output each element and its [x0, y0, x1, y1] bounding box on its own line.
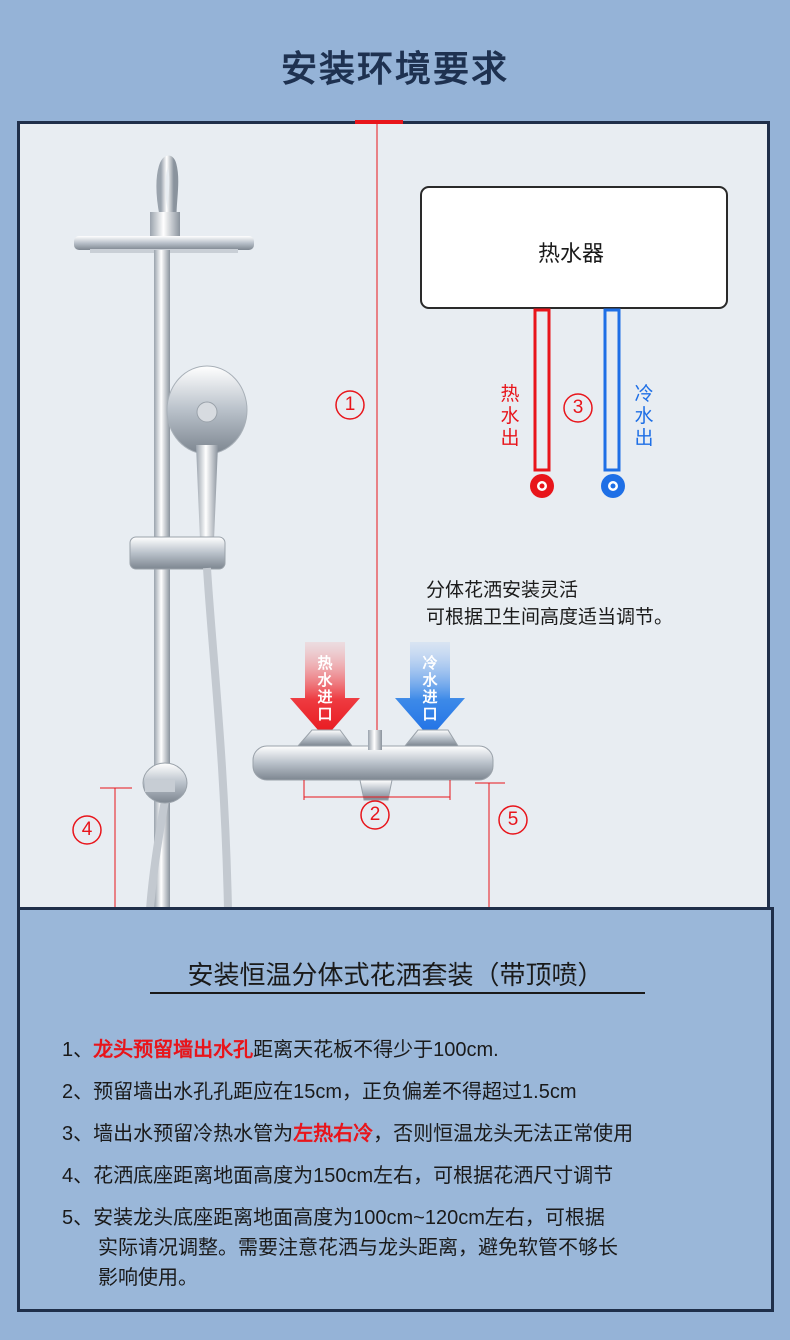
requirement-item-3: 3、墙出水预留冷热水管为左热右冷，否则恒温龙头无法正常使用	[62, 1119, 762, 1149]
installation-diagram	[72, 120, 728, 910]
note-line-1: 分体花洒安装灵活	[426, 580, 579, 601]
info-title: 安装恒温分体式花洒套装（带顶喷）	[187, 960, 604, 990]
marker-circle-5	[498, 805, 528, 835]
info-panel: 安装恒温分体式花洒套装（带顶喷） 1、龙头预留墙出水孔距离天花板不得少于100c…	[17, 907, 774, 1312]
hot-inlet-arrow	[290, 642, 360, 738]
marker-5: 5	[507, 809, 519, 830]
hot-water-out-label: 热水出	[500, 384, 520, 449]
item-number: 1、	[62, 1039, 94, 1061]
info-title-underline	[150, 992, 645, 994]
item-number: 3、	[62, 1123, 94, 1145]
item-number: 5、	[62, 1207, 94, 1229]
item-text: 花洒底座距离地面高度为150cm左右，可根据花洒尺寸调节	[93, 1165, 614, 1187]
requirements-list: 1、龙头预留墙出水孔距离天花板不得少于100cm. 2、预留墙出水孔孔距应在15…	[62, 1035, 762, 1305]
item-text-continued: 影响使用。	[98, 1267, 198, 1289]
cold-water-in-label: 冷水进口	[422, 655, 438, 723]
requirement-item-2: 2、预留墙出水孔孔距应在15cm，正负偏差不得超过1.5cm	[62, 1077, 762, 1107]
marker-circle-3	[563, 393, 593, 423]
item-text: 墙出水预留冷热水管为	[93, 1123, 294, 1145]
requirement-item-5: 5、安装龙头底座距离地面高度为100cm~120cm左右，可根据 实际请况调整。…	[62, 1203, 762, 1293]
item-text: 预留墙出水孔孔距应在15cm，正负偏差不得超过1.5cm	[93, 1081, 577, 1103]
requirement-item-1: 1、龙头预留墙出水孔距离天花板不得少于100cm.	[62, 1035, 762, 1065]
cold-inlet-arrow	[395, 642, 465, 738]
page-title: 安装环境要求	[280, 48, 509, 89]
water-heater	[420, 186, 728, 309]
shower-set	[74, 155, 254, 910]
item-number: 2、	[62, 1081, 94, 1103]
thermostatic-faucet	[252, 729, 494, 801]
marker-1: 1	[344, 394, 356, 415]
marker-circle-4	[72, 815, 102, 845]
hot-pipe	[533, 308, 551, 472]
cold-water-out-label: 冷水出	[634, 384, 654, 449]
item-text-continued: 实际请况调整。需要注意花洒与龙头距离，避免软管不够长	[98, 1237, 618, 1259]
item-highlight: 左热右冷	[293, 1123, 374, 1145]
marker-2: 2	[369, 804, 381, 825]
item-text: 距离天花板不得少于100cm.	[253, 1039, 499, 1061]
requirement-item-4: 4、花洒底座距离地面高度为150cm左右，可根据花洒尺寸调节	[62, 1161, 762, 1191]
item-number: 4、	[62, 1165, 94, 1187]
marker-3: 3	[572, 397, 584, 418]
water-heater-label: 热水器	[538, 241, 605, 266]
marker-circle-1	[335, 390, 365, 420]
note-line-2: 可根据卫生间高度适当调节。	[426, 607, 674, 628]
cold-pipe	[603, 308, 621, 472]
item-text: 安装龙头底座距离地面高度为100cm~120cm左右，可根据	[93, 1207, 605, 1229]
marker-circle-2	[360, 800, 390, 830]
item-text: ，否则恒温龙头无法正常使用	[373, 1123, 634, 1145]
item-highlight: 龙头预留墙出水孔	[93, 1039, 254, 1061]
hot-water-in-label: 热水进口	[317, 655, 333, 723]
marker-4: 4	[81, 819, 93, 840]
